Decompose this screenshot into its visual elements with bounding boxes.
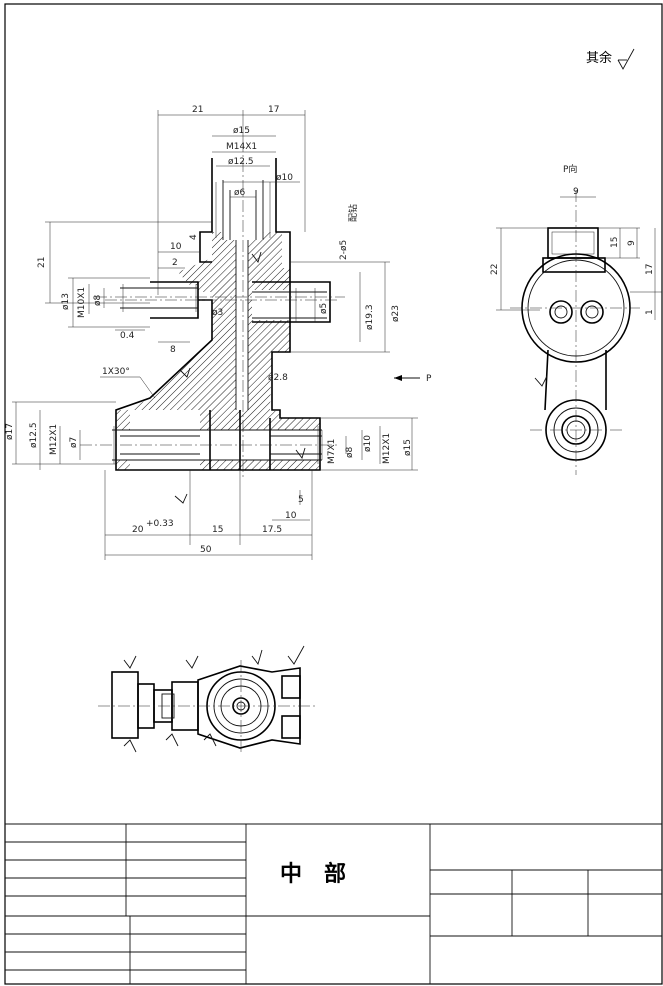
dim-d6: ø6	[234, 188, 246, 198]
dim-d15-right: ø15	[403, 439, 413, 456]
dim-d2-8: ø2.8	[268, 373, 288, 383]
dim-4: 4	[189, 234, 199, 240]
dim-17-5: 17.5	[262, 525, 282, 535]
p-view: P向 9 22 15 9 17 1	[490, 163, 662, 475]
dim-d17-left: ø17	[5, 423, 15, 440]
dim-chamfer: 1X30°	[102, 367, 130, 377]
dim-d23: ø23	[391, 305, 401, 322]
main-view-dimensions: 21 17 ø15 M14X1 ø12.5 ø10 ø6 10 2 4 21 ø…	[5, 105, 418, 560]
dim-m7: M7X1	[327, 439, 337, 464]
dim-d7-left: ø7	[69, 437, 79, 448]
dim-2: 2	[172, 258, 178, 268]
surface-roughness-note: 其余	[586, 48, 635, 70]
pv-dim-22: 22	[490, 264, 500, 275]
dim-10-bottom: 10	[285, 511, 297, 521]
pv-dim-9b: 9	[627, 240, 637, 246]
dim-d8-right: ø8	[345, 446, 355, 458]
bottom-view	[98, 645, 318, 753]
dim-d3: ø3	[212, 308, 223, 318]
roughness-symbol	[617, 48, 635, 70]
dim-8-horizontal: 8	[170, 345, 176, 355]
pv-dim-15: 15	[610, 237, 620, 248]
pv-dim-17: 17	[645, 264, 655, 275]
dim-d19-3: ø19.3	[365, 304, 375, 330]
dim-15-bottom: 15	[212, 525, 223, 535]
dim-m12-right: M12X1	[382, 433, 392, 464]
dim-d10-top: ø10	[276, 173, 293, 183]
p-view-label: P向	[563, 163, 577, 175]
arrow-label: P	[426, 374, 432, 384]
dim-10-left: 10	[170, 242, 182, 252]
sheet-border	[4, 3, 663, 985]
dim-20-tolerance: +0.33	[146, 519, 174, 529]
dim-m14: M14X1	[226, 142, 257, 152]
dim-0-4: 0.4	[120, 331, 135, 341]
dim-d12-5-top: ø12.5	[228, 157, 254, 167]
pv-dim-1: 1	[645, 309, 655, 315]
dim-d8: ø8	[93, 294, 103, 306]
dim-50: 50	[200, 545, 212, 555]
dim-5-small: 5	[298, 495, 304, 505]
dim-d10-right: ø10	[363, 435, 373, 452]
part-name: 中 部	[280, 861, 346, 887]
dim-21-top: 21	[192, 105, 203, 115]
dim-d5: ø5	[319, 303, 329, 314]
dim-21-left: 21	[37, 257, 47, 268]
title-block: 中 部	[5, 823, 662, 984]
dim-d15: ø15	[233, 126, 250, 136]
body-outline	[115, 158, 331, 471]
main-section-view	[80, 140, 345, 480]
surface-note-text: 其余	[586, 50, 612, 66]
dim-peizuan: 配钻	[347, 204, 359, 222]
p-direction-arrow: P	[394, 374, 432, 384]
dim-20: 20	[132, 525, 144, 535]
dim-m10: M10X1	[77, 287, 87, 318]
dim-d12-5-left: ø12.5	[29, 422, 39, 448]
dim-17-top: 17	[268, 105, 279, 115]
dim-d13: ø13	[61, 293, 71, 310]
dim-2-d5: 2-ø5	[339, 240, 349, 260]
dim-m12-left: M12X1	[49, 424, 59, 455]
